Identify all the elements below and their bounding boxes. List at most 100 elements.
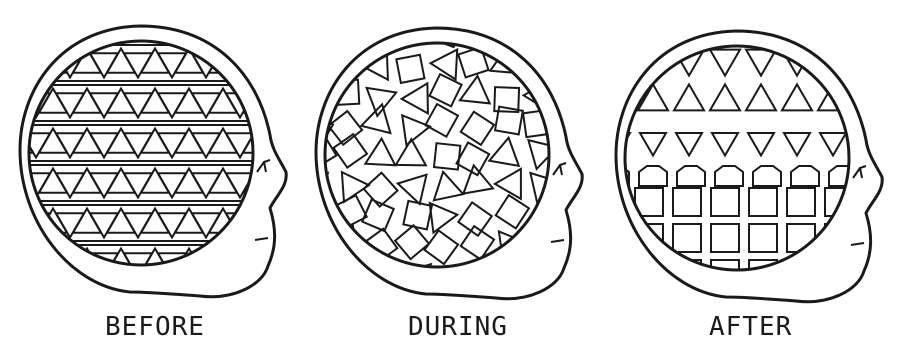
triangle — [243, 129, 271, 153]
triangle — [434, 172, 463, 201]
triangle — [175, 209, 203, 233]
notched-square — [829, 166, 857, 186]
triangle — [748, 133, 774, 156]
triangle — [296, 200, 325, 229]
triangle — [141, 209, 169, 233]
triangle — [243, 49, 271, 73]
head-before — [5, 26, 288, 297]
triangle — [528, 140, 557, 169]
triangle — [226, 213, 254, 237]
triangle — [782, 84, 812, 110]
triangle — [209, 169, 237, 193]
square — [529, 199, 562, 232]
triangle — [260, 53, 288, 77]
triangle — [5, 209, 33, 233]
caption-after: AFTER — [709, 312, 792, 342]
triangle — [107, 169, 135, 193]
square — [461, 112, 494, 145]
triangle — [158, 213, 186, 237]
square — [711, 260, 739, 288]
triangle — [90, 253, 118, 277]
triangle — [158, 93, 186, 117]
triangle — [676, 133, 702, 156]
triangle — [39, 169, 67, 193]
triangle — [5, 49, 33, 73]
triangle — [124, 173, 152, 197]
triangle — [107, 129, 135, 153]
triangle — [73, 169, 101, 193]
triangle — [710, 84, 740, 110]
triangle — [192, 173, 220, 197]
caption-before: BEFORE — [105, 312, 205, 342]
triangle — [402, 83, 428, 113]
triangle — [158, 133, 186, 157]
triangle — [784, 133, 810, 156]
square — [597, 260, 625, 288]
triangle — [674, 84, 704, 110]
triangle — [107, 49, 135, 73]
triangle — [107, 209, 135, 233]
triangle — [425, 265, 454, 294]
notched-square — [791, 166, 819, 186]
triangle — [489, 138, 519, 166]
triangle — [175, 169, 203, 193]
triangle — [192, 213, 220, 237]
triangle — [73, 209, 101, 233]
triangle — [361, 50, 388, 80]
triangle — [818, 84, 848, 110]
triangle — [141, 89, 169, 113]
triangle — [56, 133, 84, 157]
triangle — [746, 84, 776, 110]
triangle — [243, 89, 271, 113]
triangle — [175, 249, 203, 273]
triangle — [90, 173, 118, 197]
triangle — [746, 50, 776, 76]
square — [425, 231, 459, 265]
triangle — [73, 89, 101, 113]
square — [429, 74, 461, 106]
triangle — [430, 203, 458, 233]
triangle — [90, 133, 118, 157]
triangle — [226, 253, 254, 277]
triangle — [369, 17, 398, 46]
triangle — [124, 53, 152, 77]
triangle — [158, 53, 186, 77]
triangle — [192, 253, 220, 277]
triangle — [124, 133, 152, 157]
caption-during: DURING — [408, 312, 508, 342]
square — [825, 224, 853, 252]
eye-during — [553, 163, 566, 175]
square — [425, 104, 458, 137]
triangle — [602, 50, 632, 76]
triangle — [820, 133, 846, 156]
triangle — [56, 173, 84, 197]
mouth-before — [255, 238, 268, 240]
square — [524, 19, 557, 52]
triangle — [175, 89, 203, 113]
triangle — [90, 93, 118, 117]
triangle — [495, 169, 521, 199]
triangle — [39, 249, 67, 273]
square — [673, 188, 701, 216]
eye-before — [257, 160, 270, 172]
square — [787, 260, 815, 288]
triangle — [226, 133, 254, 157]
triangle — [141, 249, 169, 273]
mouth-during — [551, 240, 564, 242]
notched-square — [639, 166, 667, 186]
triangle — [90, 213, 118, 237]
square — [458, 202, 491, 235]
triangle — [710, 50, 740, 76]
triangle — [398, 175, 427, 204]
triangle — [90, 53, 118, 77]
notched-square — [715, 166, 743, 186]
triangle — [209, 249, 237, 273]
triangle — [175, 129, 203, 153]
triangle — [39, 129, 67, 153]
square — [458, 47, 488, 77]
triangle — [361, 104, 390, 133]
triangle — [209, 129, 237, 153]
head-during — [296, 16, 583, 299]
triangle — [527, 232, 556, 261]
square — [303, 135, 336, 168]
